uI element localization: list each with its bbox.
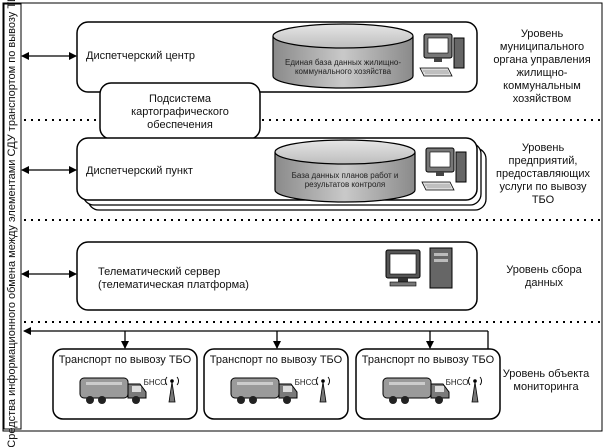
plans-db-label: База данных планов работ и результатов к… — [291, 171, 399, 189]
computer-icon — [421, 147, 467, 191]
vehicle-title: Транспорт по вывозу ТБО — [361, 354, 495, 366]
truck-icon — [382, 377, 450, 404]
system-diagram — [2, 2, 603, 432]
dispatch-point-label: Диспетчерский пункт — [86, 165, 193, 177]
plans-database-icon — [274, 139, 416, 203]
bnso-label: БНСО — [294, 378, 318, 387]
computer-icon — [419, 33, 465, 77]
level-monitoring-label: Уровень объекта мониторинга — [502, 368, 590, 393]
antenna-icon — [316, 376, 330, 403]
outer-frame — [2, 2, 603, 432]
sidebar-label: Средства информационного обмена между эл… — [3, 0, 21, 447]
server-icon — [385, 247, 453, 289]
level-enterprise-label: Уровень предприятий, предоставляющих усл… — [496, 142, 590, 206]
cartographic-label: Подсистема картографического обеспечения — [131, 93, 229, 131]
truck-icon — [79, 377, 147, 404]
telematic-server-box — [76, 241, 478, 311]
vehicle-title: Транспорт по вывозу ТБО — [209, 354, 343, 366]
truck-icon — [230, 377, 298, 404]
vehicle-title: Транспорт по вывозу ТБО — [58, 354, 192, 366]
telematic-label: Телематический сервер (телематическая пл… — [98, 266, 249, 291]
level-municipal-label: Уровень муниципального органа управления… — [493, 28, 591, 105]
central-database-icon — [272, 23, 414, 89]
central-db-label: Единая база данных жилищно-коммунального… — [285, 58, 401, 76]
sidebar-strip — [3, 3, 22, 430]
dispatch-center-label: Диспетчерский центр — [86, 50, 195, 62]
sidebar-label-text: Средства информационного обмена между эл… — [6, 0, 18, 447]
bnso-label: БНСО — [143, 378, 167, 387]
level-data-label: Уровень сбора данных — [506, 264, 582, 289]
bnso-label: БНСО — [445, 378, 469, 387]
